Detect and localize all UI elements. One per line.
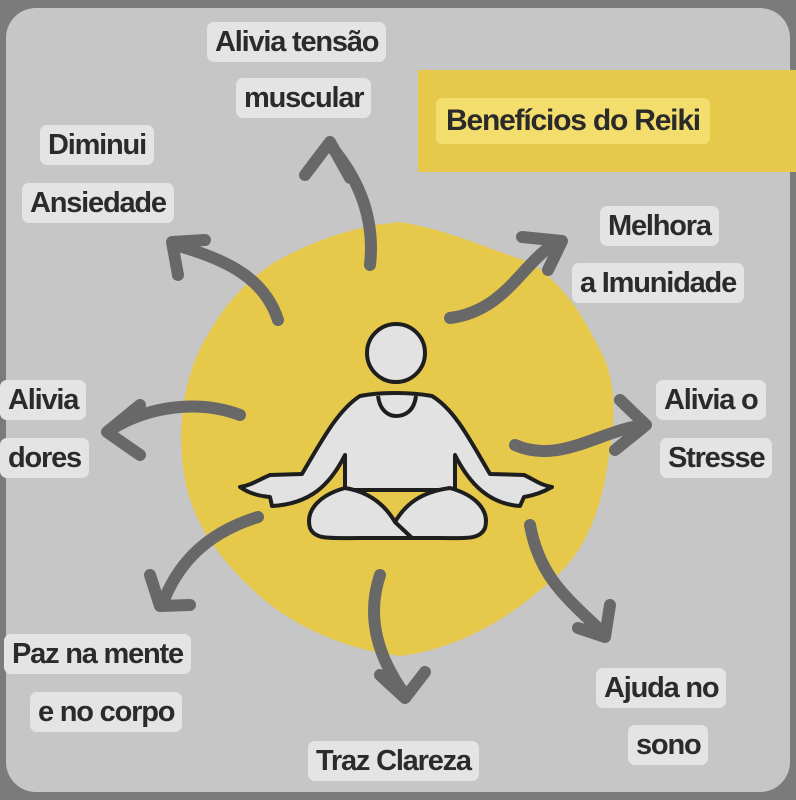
benefit-label: Alivia — [0, 380, 87, 420]
benefit-label: Traz Clareza — [308, 741, 479, 781]
benefit-label: Diminui — [40, 125, 154, 165]
arrow-upper-right — [444, 231, 568, 324]
benefit-label: Ajuda no — [596, 668, 727, 708]
benefit-label: Paz na mente — [4, 634, 191, 674]
meditating-person-icon — [238, 322, 554, 541]
benefit-label: dores — [0, 438, 89, 478]
page-title: Benefícios do Reiki — [436, 98, 710, 144]
benefit-label: a Imunidade — [572, 263, 744, 303]
arrow-right — [509, 394, 652, 458]
benefit-label: Alivia tensão — [207, 22, 387, 62]
benefit-label: muscular — [236, 78, 372, 118]
arrow-left — [101, 399, 246, 461]
benefit-label: e no corpo — [30, 692, 183, 732]
benefit-label: sono — [628, 725, 709, 765]
benefit-label: Alivia o — [656, 380, 766, 420]
arrow-upper-left — [166, 234, 284, 326]
arrow-bottom — [368, 569, 431, 704]
arrow-lower-right — [524, 519, 616, 643]
benefit-label: Ansiedade — [22, 183, 174, 223]
benefit-label: Melhora — [600, 206, 719, 246]
arrow-up — [299, 136, 377, 271]
arrow-lower-left — [144, 511, 264, 612]
benefit-label: Stresse — [660, 438, 773, 478]
